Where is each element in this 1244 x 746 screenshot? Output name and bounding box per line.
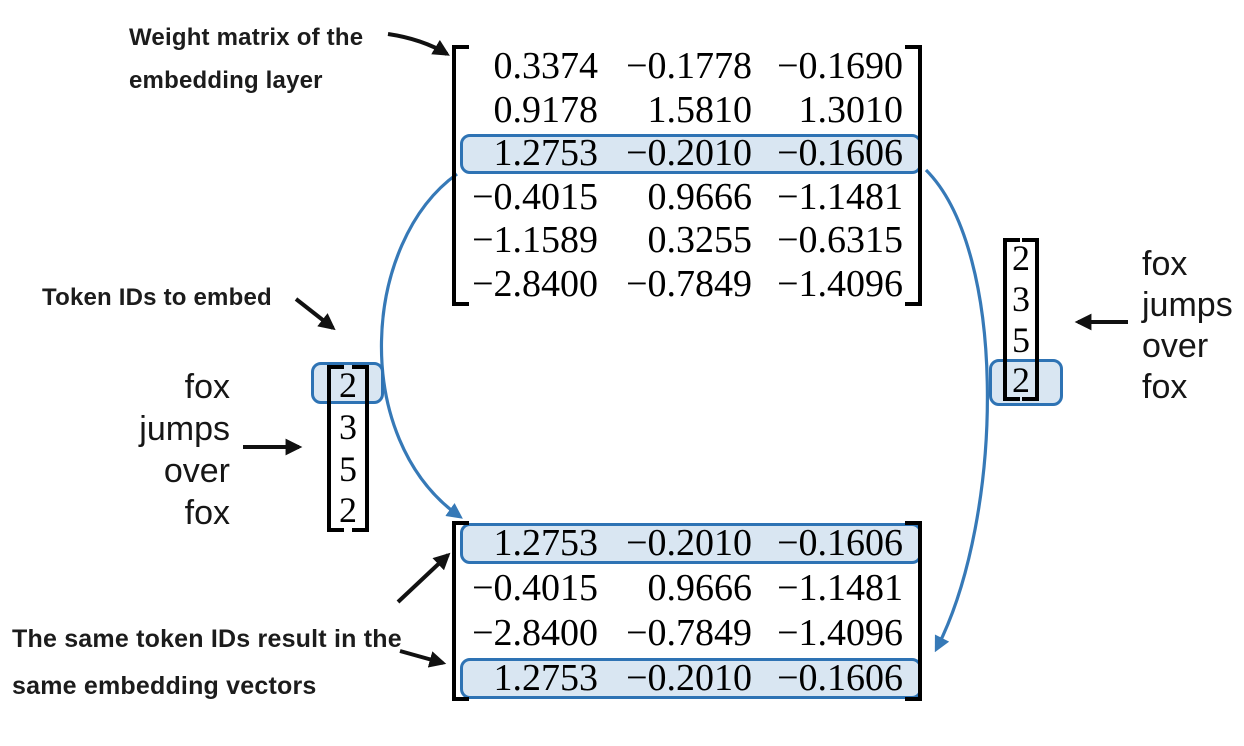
matrix-row: −0.4015 0.9666 −1.1481: [452, 566, 922, 611]
matrix-cell: −1.1481: [777, 567, 903, 609]
token-ids-label: Token IDs to embed: [42, 284, 272, 311]
matrix-cell: −0.7849: [626, 612, 752, 654]
vector-row: 3: [327, 407, 369, 449]
matrix-cell: −2.8400: [472, 612, 598, 654]
matrix-cell: −0.1606: [777, 132, 903, 174]
matrix-row: −2.8400 −0.7849 −1.4096: [452, 611, 922, 656]
matrix-cell: 0.3255: [647, 219, 753, 261]
matrix-row: −1.1589 0.3255 −0.6315: [452, 219, 922, 263]
vector-row: 5: [1003, 320, 1039, 361]
matrix-cell: −2.8400: [472, 262, 598, 305]
token-word: fox: [184, 494, 230, 532]
matrix-cell: −0.2010: [626, 657, 752, 699]
input-token-words: fox jumps over fox: [40, 366, 230, 534]
matrix-cell: 0.9666: [647, 567, 753, 609]
output-embedding-matrix: 1.2753 −0.2010 −0.1606 −0.4015 0.9666 −1…: [452, 521, 922, 701]
matrix-cell: 1.2753: [493, 657, 599, 699]
same-embeddings-label-line1: The same token IDs result in the: [12, 625, 402, 653]
matrix-cell: −1.1481: [777, 175, 903, 218]
matrix-cell: −0.1606: [777, 657, 903, 699]
token-ids-arrow: [294, 297, 336, 331]
matrix-cell: −1.4096: [777, 262, 903, 305]
matrix-cell: 0.3374: [493, 45, 599, 87]
lookup-curve-right: [924, 168, 989, 653]
token-id: 2: [339, 365, 357, 405]
token-id: 2: [1012, 238, 1030, 278]
embedding-weight-matrix: 0.3374 −0.1778 −0.1690 0.9178 1.5810 1.3…: [452, 45, 922, 306]
token-id: 5: [339, 448, 357, 489]
matrix-cell: 1.5810: [647, 88, 753, 131]
token-word: fox: [1142, 245, 1188, 283]
token-id-vector-left: 2 3 5 2: [311, 362, 384, 532]
right-token-words: fox jumps over fox: [1142, 244, 1233, 408]
token-word: over: [163, 452, 230, 490]
matrix-cell: −0.4015: [472, 175, 598, 218]
matrix-row: −2.8400 −0.7849 −1.4096: [452, 263, 922, 307]
token-word: jumps: [139, 410, 230, 448]
matrix-cell: 1.2753: [493, 132, 599, 174]
matrix-row-highlighted: 1.2753 −0.2010 −0.1606: [452, 521, 922, 566]
same-embedding-arrow-top: [396, 552, 451, 604]
token-word: jumps: [1142, 286, 1233, 324]
matrix-row: −0.4015 0.9666 −1.1481: [452, 176, 922, 220]
matrix-cell: −1.1589: [472, 219, 598, 261]
matrix-row-highlighted: 1.2753 −0.2010 −0.1606: [452, 132, 922, 176]
vector-row: 2: [1003, 238, 1039, 279]
bracket-right: [905, 45, 922, 306]
lookup-curve-left: [379, 172, 463, 519]
vector-row-highlighted: 2: [311, 362, 384, 407]
matrix-cell: −0.1778: [626, 45, 752, 87]
weight-matrix-label-line2: embedding layer: [129, 67, 323, 94]
weight-matrix-label-line1: Weight matrix of the: [129, 24, 364, 51]
token-id: 2: [339, 490, 357, 531]
matrix-row: 0.9178 1.5810 1.3010: [452, 89, 922, 133]
matrix-cell: −0.1606: [777, 522, 903, 564]
matrix-cell: 1.3010: [798, 88, 904, 131]
matrix-cell: −0.2010: [626, 522, 752, 564]
weight-matrix-arrow: [387, 32, 450, 56]
matrix-cell: −0.6315: [777, 219, 903, 261]
token-id: 5: [1012, 319, 1030, 360]
matrix-cell: −0.2010: [626, 132, 752, 174]
vector-row: 5: [327, 449, 369, 491]
token-id: 3: [1012, 278, 1030, 319]
token-id-vector-right: 2 3 5 2: [989, 238, 1063, 406]
matrix-cell: −0.4015: [472, 567, 598, 609]
token-word: over: [1142, 327, 1209, 365]
token-id: 3: [339, 406, 357, 447]
matrix-cell: −0.7849: [626, 262, 752, 305]
matrix-row-highlighted: 1.2753 −0.2010 −0.1606: [452, 656, 922, 701]
vector-row: 2: [327, 490, 369, 532]
weight-matrix-label: Weight matrix of the embedding layer: [129, 16, 363, 102]
token-word: fox: [184, 368, 230, 406]
matrix-cell: 0.9666: [647, 175, 753, 218]
matrix-cell: −1.4096: [777, 612, 903, 654]
same-embeddings-label: The same token IDs result in the same em…: [12, 616, 402, 710]
token-word: fox: [1142, 368, 1188, 406]
same-embedding-arrow-bottom: [399, 649, 447, 668]
matrix-cell: −0.1690: [777, 45, 903, 87]
same-embeddings-label-line2: same embedding vectors: [12, 672, 317, 700]
matrix-row: 0.3374 −0.1778 −0.1690: [452, 45, 922, 89]
token-id: 2: [1012, 360, 1030, 401]
matrix-cell: 1.2753: [493, 522, 599, 564]
matrix-cell: 0.9178: [493, 88, 599, 131]
vector-row: 3: [1003, 279, 1039, 320]
vector-row-highlighted: 2: [989, 359, 1063, 406]
